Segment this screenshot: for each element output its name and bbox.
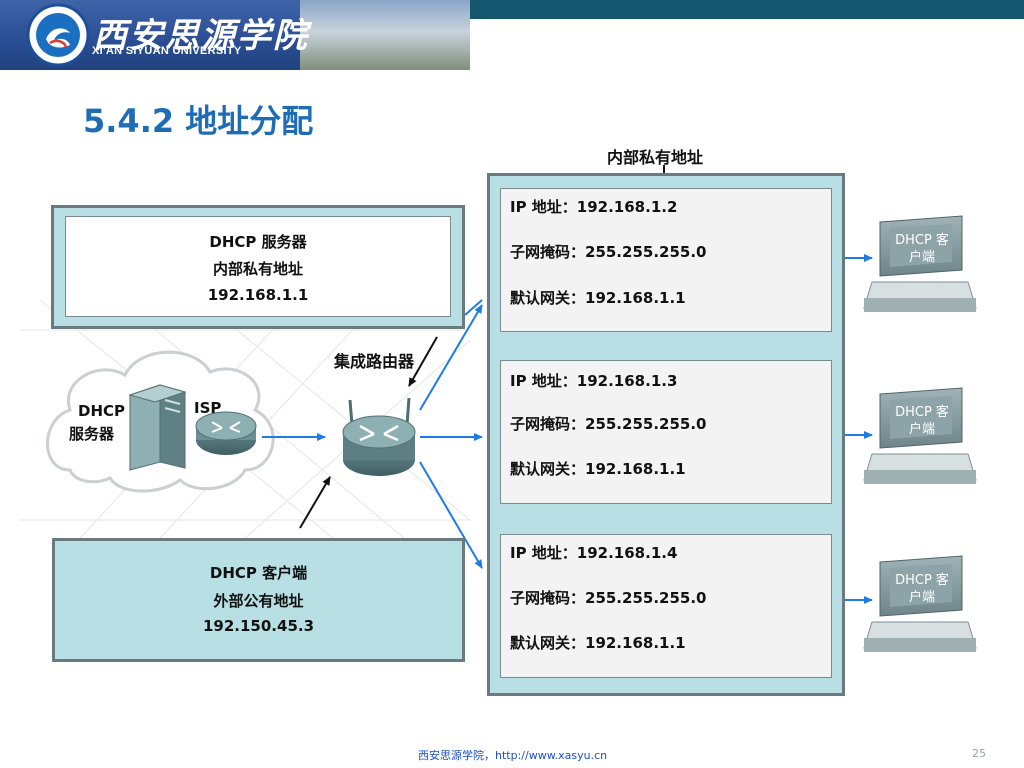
university-name-en: XI'AN SIYUAN UNIVERSITY [92, 45, 242, 57]
header-banner: 西安思源学院 XI'AN SIYUAN UNIVERSITY [0, 0, 470, 70]
dhcp-client-box [52, 538, 465, 662]
client-pc-label-line1: DHCP 客 [895, 573, 949, 588]
server-box-line1: DHCP 服务器 [209, 233, 307, 251]
client-pc-label-line2: 户端 [908, 250, 935, 265]
client-pc-label-line2: 户端 [908, 422, 935, 437]
client-pc-label: DHCP 客 户端 [887, 232, 957, 266]
top-accent-bar [470, 0, 1024, 19]
pool-label: 内部私有地址 [607, 148, 704, 167]
entry-gateway: 默认网关：192.168.1.1 [510, 460, 686, 478]
client-pc-label-line2: 户端 [908, 590, 935, 605]
client-box-line3: 192.150.45.3 [202, 617, 315, 635]
page-number: 25 [972, 747, 986, 760]
footer-text: 西安思源学院，http://www.xasyu.cn [418, 749, 608, 762]
entry-gateway: 默认网关：192.168.1.1 [510, 634, 686, 652]
campus-photo [300, 0, 470, 70]
router-label: 集成路由器 [334, 352, 415, 371]
entry-ip: IP 地址：192.168.1.3 [510, 372, 678, 390]
university-name-cn: 西安思源学院 [93, 16, 309, 56]
client-pc-label: DHCP 客 户端 [887, 572, 957, 606]
dhcp-server-box-inner [65, 216, 451, 317]
page-title: 5.4.2 地址分配 [83, 102, 314, 140]
dhcp-client-pc-icon [863, 215, 977, 312]
address-entry [500, 534, 832, 678]
entry-ip: IP 地址：192.168.1.4 [510, 544, 678, 562]
isp-label: ISP [194, 399, 222, 417]
isp-router-icon [195, 411, 257, 455]
client-pc-label: DHCP 客 户端 [887, 404, 957, 438]
address-entry [500, 360, 832, 504]
entry-mask: 子网掩码：255.255.255.0 [510, 415, 707, 433]
entry-ip: IP 地址：192.168.1.2 [510, 198, 678, 216]
client-box-line2: 外部公有地址 [213, 592, 304, 610]
address-entry [500, 188, 832, 332]
client-pc-label-line1: DHCP 客 [895, 233, 949, 248]
cloud-server-label-1: DHCP [78, 402, 126, 420]
cloud-server-label-2: 服务器 [69, 425, 115, 443]
server-box-line3: 192.168.1.1 [207, 286, 309, 304]
entry-gateway: 默认网关：192.168.1.1 [510, 289, 686, 307]
client-pc-label-line1: DHCP 客 [895, 405, 949, 420]
dhcp-client-pc-icon [863, 387, 977, 484]
entry-mask: 子网掩码：255.255.255.0 [510, 589, 707, 607]
client-box-line1: DHCP 客户端 [209, 564, 308, 582]
dhcp-client-pc-icon [863, 555, 977, 652]
integrated-router-icon [342, 397, 416, 476]
server-box-line2: 内部私有地址 [212, 260, 303, 278]
university-logo-icon [26, 3, 90, 67]
entry-mask: 子网掩码：255.255.255.0 [510, 243, 707, 261]
dhcp-server-icon [128, 384, 187, 471]
